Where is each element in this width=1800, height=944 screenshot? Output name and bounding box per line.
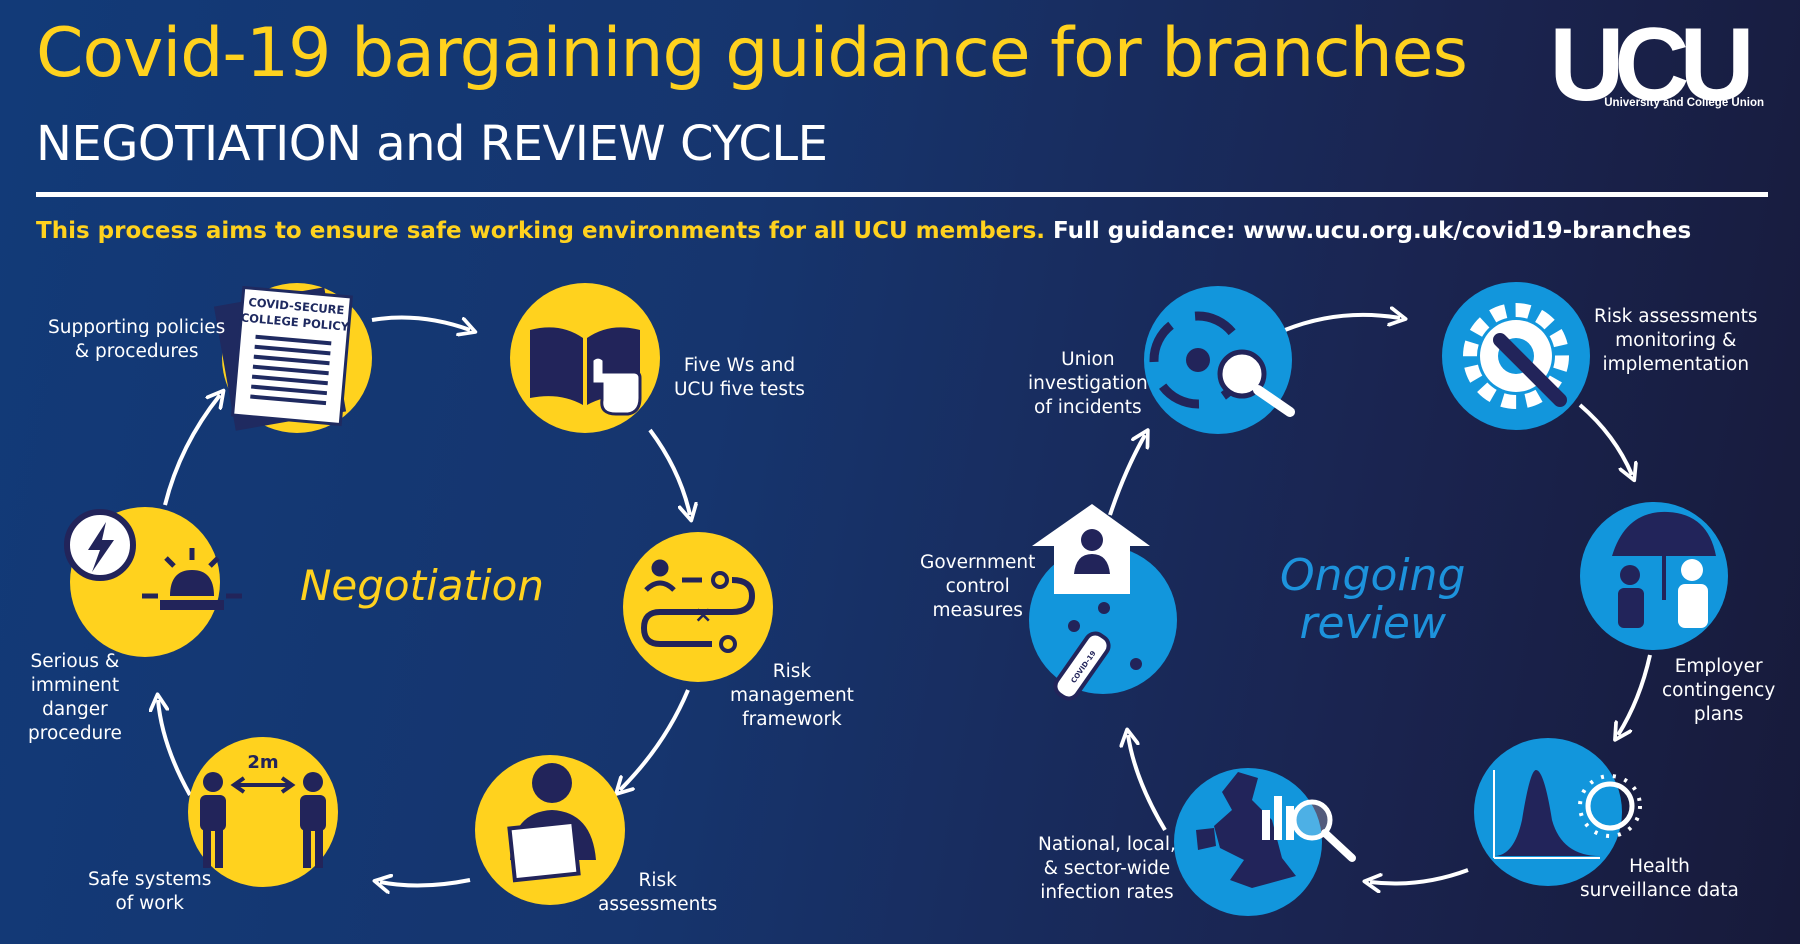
intro-highlight: This process aims to ensure safe working… bbox=[36, 218, 1046, 244]
step-risk-management: × bbox=[623, 532, 773, 682]
distance-label: 2m bbox=[247, 752, 278, 773]
book-pointer-icon bbox=[530, 327, 642, 416]
step-infection-rates bbox=[1174, 768, 1356, 916]
ucu-logo: UCU bbox=[1549, 20, 1758, 112]
step-union-investigation bbox=[1144, 286, 1295, 434]
step-supporting-policies: COVID-SECURE COLLEGE POLICY bbox=[213, 283, 372, 433]
house-test-tube-icon: COVID-19 bbox=[1032, 504, 1150, 701]
header-divider bbox=[36, 192, 1768, 197]
ucu-logo-mark: UCU bbox=[1549, 20, 1748, 112]
svg-text:×: × bbox=[694, 603, 712, 628]
review-title: Ongoing review bbox=[1280, 552, 1465, 648]
step-serious-danger bbox=[64, 507, 242, 657]
gear-wrench-icon bbox=[1463, 303, 1569, 409]
negotiation-ring bbox=[158, 315, 690, 886]
biohazard-search-icon bbox=[1149, 311, 1295, 417]
negotiation-title: Negotiation bbox=[300, 561, 544, 610]
page-subtitle: NEGOTIATION and REVIEW CYCLE bbox=[36, 116, 828, 172]
workflow-icon: × bbox=[640, 559, 756, 653]
label-supporting-policies: Supporting policies& procedures bbox=[48, 317, 226, 362]
guidance-link[interactable]: Full guidance: www.ucu.org.uk/covid19-br… bbox=[1053, 218, 1692, 244]
page-title: Covid-19 bargaining guidance for branche… bbox=[36, 14, 1468, 93]
person-clipboard-icon bbox=[507, 763, 596, 883]
step-government-measures: COVID-19 bbox=[1029, 504, 1177, 701]
step-health-surveillance bbox=[1474, 738, 1642, 886]
review-ring bbox=[1108, 315, 1652, 884]
uk-map-chart-icon bbox=[1196, 772, 1356, 888]
step-contingency-plans bbox=[1580, 502, 1728, 650]
umbrella-people-icon bbox=[1612, 511, 1716, 628]
step-circle bbox=[188, 737, 338, 887]
danger-alarm-icon bbox=[64, 509, 242, 610]
virus-curve-icon bbox=[1493, 770, 1642, 859]
policy-document-icon: COVID-SECURE COLLEGE POLICY bbox=[213, 285, 353, 431]
review-title-line1: Ongoing bbox=[1280, 550, 1466, 601]
step-safe-systems: 2m bbox=[188, 737, 338, 887]
review-title-line2: review bbox=[1299, 598, 1446, 649]
step-circle bbox=[1144, 286, 1292, 434]
step-five-ws bbox=[510, 283, 660, 433]
ucu-logo-tagline: University and College Union bbox=[1604, 97, 1764, 109]
social-distance-icon: 2m bbox=[200, 752, 326, 868]
step-risk-assessments bbox=[475, 755, 625, 905]
intro-text: This process aims to ensure safe working… bbox=[36, 218, 1691, 244]
step-risk-monitoring bbox=[1442, 282, 1590, 430]
